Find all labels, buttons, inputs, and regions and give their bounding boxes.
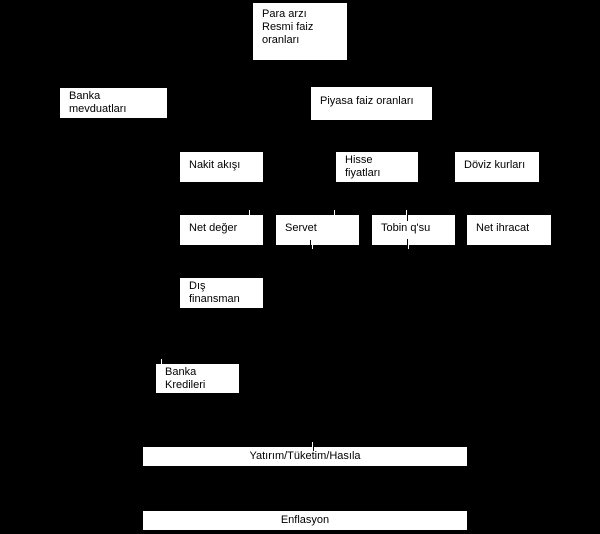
arrow-remnant-tick xyxy=(249,210,250,215)
box-dis-finansman: Dış finansman xyxy=(180,278,263,308)
arrow-remnant-notch xyxy=(310,240,311,245)
bar-yatirim-tuketim-hasila: Yatırım/Tüketim/Hasıla xyxy=(143,447,467,466)
box-hisse-fiyatlari: Hisse fiyatları xyxy=(336,152,418,182)
box-doviz-kurlari: Döviz kurları xyxy=(455,152,539,182)
arrow-remnant-tick xyxy=(312,442,313,447)
arrow-remnant-notch xyxy=(407,239,408,245)
arrow-remnant-tick xyxy=(161,359,162,364)
arrow-remnant-notch xyxy=(313,447,314,451)
box-net-ihracat: Net ihracat xyxy=(467,215,551,245)
arrow-remnant-tick xyxy=(406,210,407,215)
box-piyasa-faiz-oranlari: Piyasa faiz oranları xyxy=(311,87,432,120)
box-banka-kredileri: Banka Kredileri xyxy=(156,364,239,393)
box-para-arzi-resmi-faiz-oranlari: Para arzı Resmi faiz oranları xyxy=(253,3,347,60)
box-tobin-qsu: Tobin q'su xyxy=(372,215,455,245)
arrow-remnant-tick xyxy=(312,245,313,249)
box-nakit-akisi: Nakit akışı xyxy=(180,152,263,182)
bar-enflasyon: Enflasyon xyxy=(143,511,467,530)
box-net-deger: Net değer xyxy=(180,215,263,245)
box-banka-mevduatlari: Banka mevduatları xyxy=(60,88,167,118)
box-servet: Servet xyxy=(276,215,359,245)
arrow-remnant-notch xyxy=(407,215,408,221)
arrow-remnant-tick xyxy=(334,210,335,215)
arrow-remnant-tick xyxy=(408,245,409,249)
